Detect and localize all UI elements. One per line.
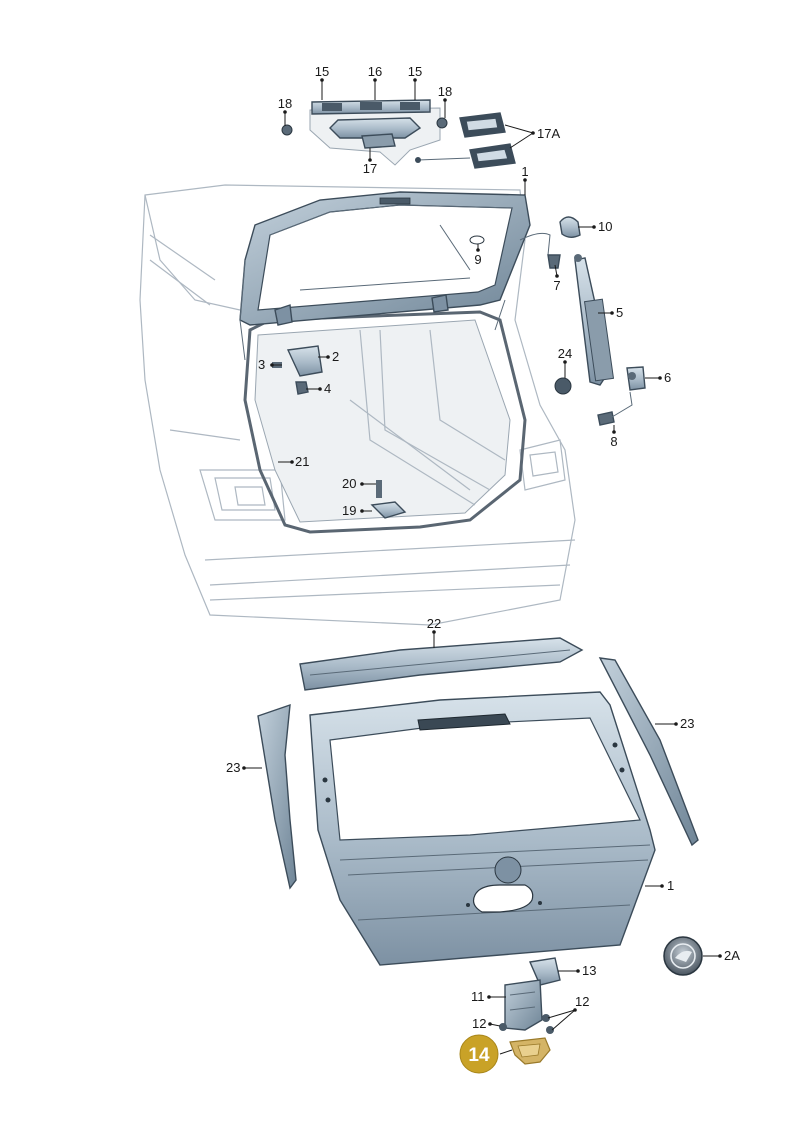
callout-17: 17 <box>363 161 377 176</box>
callout-11: 11 <box>471 989 485 1004</box>
callout-18-left: 18 <box>278 96 292 111</box>
callout-12-left: 12 <box>472 1016 486 1031</box>
car-body <box>139 184 576 626</box>
callout-24: 24 <box>558 346 572 361</box>
callout-21: 21 <box>295 454 309 469</box>
callout-23-right: 23 <box>680 716 694 731</box>
callout-9: 9 <box>474 252 481 267</box>
callout-23-left: 23 <box>226 760 240 775</box>
callout-2A: 2A <box>724 948 740 963</box>
brand-badge <box>663 936 703 976</box>
callout-8: 8 <box>610 434 617 449</box>
callout-19: 19 <box>342 503 356 518</box>
callout-13: 13 <box>582 963 596 978</box>
callout-18-right: 18 <box>438 84 452 99</box>
callout-10: 10 <box>598 219 612 234</box>
callout-6: 6 <box>664 370 671 385</box>
callout-14: 14 <box>468 1045 490 1066</box>
callout-16: 16 <box>368 64 382 79</box>
callout-1-bottom: 1 <box>667 878 674 893</box>
callout-22: 22 <box>427 616 441 631</box>
small-parts <box>494 216 646 426</box>
callout-15-right: 15 <box>408 64 422 79</box>
tailgate-open-frame <box>239 191 531 361</box>
callout-3: 3 <box>258 357 265 372</box>
callout-7: 7 <box>553 278 560 293</box>
lock-assembly <box>499 957 561 1034</box>
callout-badge-14: 14 <box>459 1034 499 1074</box>
callout-17A: 17A <box>537 126 560 141</box>
trim-panel-group <box>281 99 448 166</box>
callout-15-left: 15 <box>315 64 329 79</box>
callout-5: 5 <box>616 305 623 320</box>
handle-17A <box>415 112 516 169</box>
callout-4: 4 <box>324 381 331 396</box>
spoiler <box>299 637 584 691</box>
callout-1-top: 1 <box>521 164 528 179</box>
callout-20: 20 <box>342 476 356 491</box>
tailgate-exploded <box>309 691 656 966</box>
side-trims <box>257 657 699 890</box>
leader-lines <box>242 78 722 1055</box>
callout-labels: 15 16 15 18 18 17 17A 1 10 9 7 5 3 2 4 2… <box>226 64 740 1031</box>
callout-2: 2 <box>332 349 339 364</box>
highlighted-part-14 <box>509 1037 551 1065</box>
callout-12-right: 12 <box>575 994 589 1009</box>
tailgate-opening-seal <box>243 310 527 534</box>
